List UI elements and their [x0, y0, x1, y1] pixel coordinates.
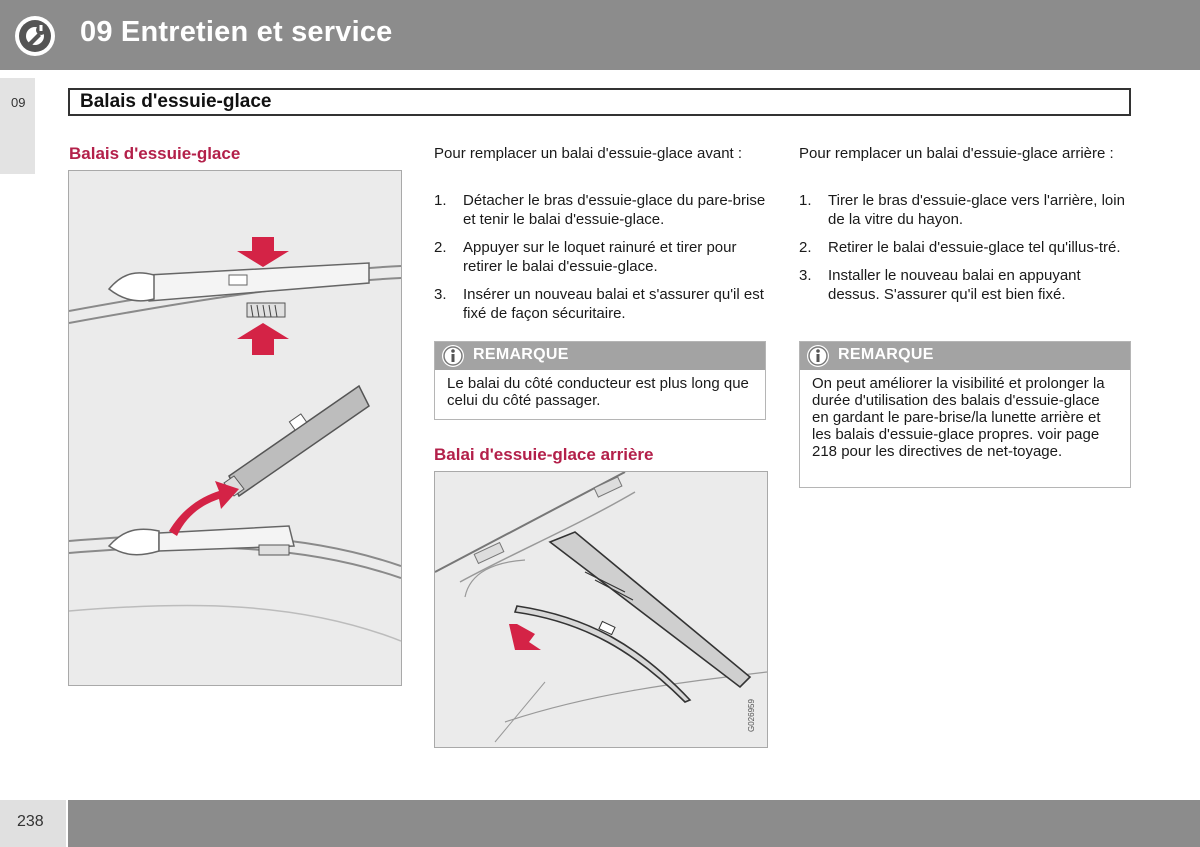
rear-heading: Balai d'essuie-glace arrière [434, 445, 654, 464]
rear-note-box: REMARQUE On peut améliorer la visibilité… [799, 341, 1131, 488]
step-item: 2. Retirer le balai d'essuie-glace tel qu… [799, 238, 1131, 257]
chapter-tab [0, 78, 35, 174]
step-number: 1. [799, 192, 812, 209]
note-header: REMARQUE [435, 342, 765, 370]
front-steps-list: 1. Détacher le bras d'essuie-glace du par… [434, 191, 766, 332]
chapter-tab-label: 09 [11, 95, 26, 110]
section-title: Balais d'essuie-glace [80, 91, 272, 112]
rear-wiper-illustration: G026959 [434, 471, 768, 748]
info-icon [807, 345, 829, 367]
footer-bar [68, 800, 1200, 847]
step-item: 3. Insérer un nouveau balai et s'assurer … [434, 285, 766, 323]
step-item: 1. Tirer le bras d'essuie-glace vers l'ar… [799, 191, 1131, 229]
step-item: 3. Installer le nouveau balai en appuyant… [799, 266, 1131, 304]
step-number: 2. [434, 239, 447, 256]
chapter-title: 09 Entretien et service [80, 16, 393, 48]
step-text: Appuyer sur le loquet rainuré et tirer p… [463, 239, 737, 275]
section-heading-box [68, 88, 1131, 116]
note-label: REMARQUE [473, 346, 569, 363]
figure-code: G026959 [747, 699, 756, 732]
info-icon [442, 345, 464, 367]
page-number: 238 [17, 813, 44, 830]
note-text: Le balai du côté conducteur est plus lon… [447, 375, 749, 409]
wrench-gear-icon [15, 16, 55, 56]
header-bar [0, 0, 1200, 70]
step-text: Détacher le bras d'essuie-glace du pare-… [463, 192, 766, 228]
left-heading: Balais d'essuie-glace [69, 144, 241, 163]
front-intro: Pour remplacer un balai d'essuie-glace a… [434, 145, 743, 162]
rear-intro: Pour remplacer un balai d'essuie-glace a… [799, 145, 1114, 162]
step-number: 3. [434, 286, 447, 303]
note-header: REMARQUE [800, 342, 1130, 370]
step-item: 2. Appuyer sur le loquet rainuré et tirer… [434, 238, 766, 276]
front-note-box: REMARQUE Le balai du côté conducteur est… [434, 341, 766, 420]
step-text: Installer le nouveau balai en appuyant d… [828, 267, 1081, 303]
rear-steps-list: 1. Tirer le bras d'essuie-glace vers l'ar… [799, 191, 1131, 313]
note-text: On peut améliorer la visibilité et prolo… [812, 375, 1105, 460]
front-wiper-illustration [68, 170, 402, 686]
step-text: Insérer un nouveau balai et s'assurer qu… [463, 286, 764, 322]
step-number: 3. [799, 267, 812, 284]
step-text: Tirer le bras d'essuie-glace vers l'arri… [828, 192, 1125, 228]
step-text: Retirer le balai d'essuie-glace tel qu'i… [828, 239, 1121, 256]
step-number: 2. [799, 239, 812, 256]
page-number-tab [0, 800, 66, 847]
step-item: 1. Détacher le bras d'essuie-glace du par… [434, 191, 766, 229]
note-label: REMARQUE [838, 346, 934, 363]
step-number: 1. [434, 192, 447, 209]
